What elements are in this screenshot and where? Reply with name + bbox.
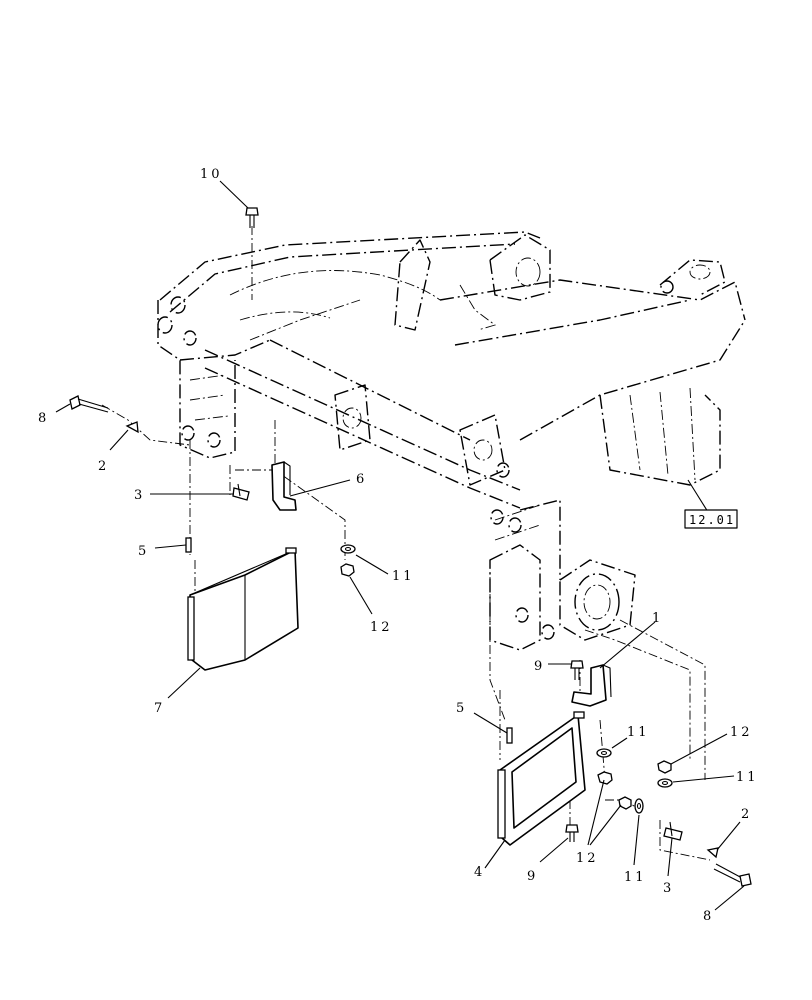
nut-12-right-c [657,760,672,774]
callout-5-left: 5 [138,544,149,559]
washer-11-right-a [596,748,612,758]
roll-pin-5-right [506,727,513,744]
callout-2-left: 2 [98,459,109,474]
callout-8-left: 8 [38,411,49,426]
callout-9-upper: 9 [534,659,545,674]
leader-lines [55,180,745,911]
bolt-9-upper [570,660,584,680]
callout-11-c: 11 [736,770,759,785]
bolt-10 [245,207,259,228]
nut-12-right-b [618,796,632,810]
callout-7: 7 [154,701,165,716]
reference-label: 12.01 [689,513,735,527]
callout-12-b: 12 [576,851,599,866]
callout-4: 4 [474,865,485,880]
callout-10: 10 [200,167,223,182]
callout-11-a: 11 [627,725,650,740]
shield-frame-4 [497,711,586,846]
roll-pin-5-left [185,537,192,553]
bracket-1 [571,664,612,707]
callout-2-right: 2 [741,807,752,822]
bolt-8-left [69,395,109,413]
washer-11-left [340,544,356,554]
callout-11-left: 11 [392,569,415,584]
callout-12-c: 12 [730,725,753,740]
reference-box-12-01: 12.01 [684,509,738,529]
callout-1: 1 [652,611,663,626]
shield-panel-7 [187,547,299,671]
machine-frame-phantom [157,231,746,651]
callout-3-right: 3 [663,881,674,896]
pin-3-left [232,483,250,501]
pin-3-right [663,821,683,841]
callout-8-right: 8 [703,909,714,924]
washer-11-right-c [657,778,673,788]
washer-11-right-b [634,798,644,814]
callout-6: 6 [356,472,367,487]
callout-11-b: 11 [624,870,647,885]
bracket-6 [271,461,297,511]
nut-12-right-a [597,771,613,785]
assembly-guide-lines [101,226,711,861]
bolt-8-right [713,863,752,887]
callout-5-right: 5 [456,701,467,716]
clip-pin-2-right [706,847,719,859]
nut-12-left [340,563,355,577]
callout-12-left: 12 [370,620,393,635]
bolt-9-lower [565,824,579,842]
callout-9-lower: 9 [527,869,538,884]
callout-3-left: 3 [134,488,145,503]
clip-pin-2-left [125,421,139,434]
callout-numbers: 10 8 2 3 5 6 7 11 12 1 9 5 11 12 11 12 1… [38,167,759,924]
